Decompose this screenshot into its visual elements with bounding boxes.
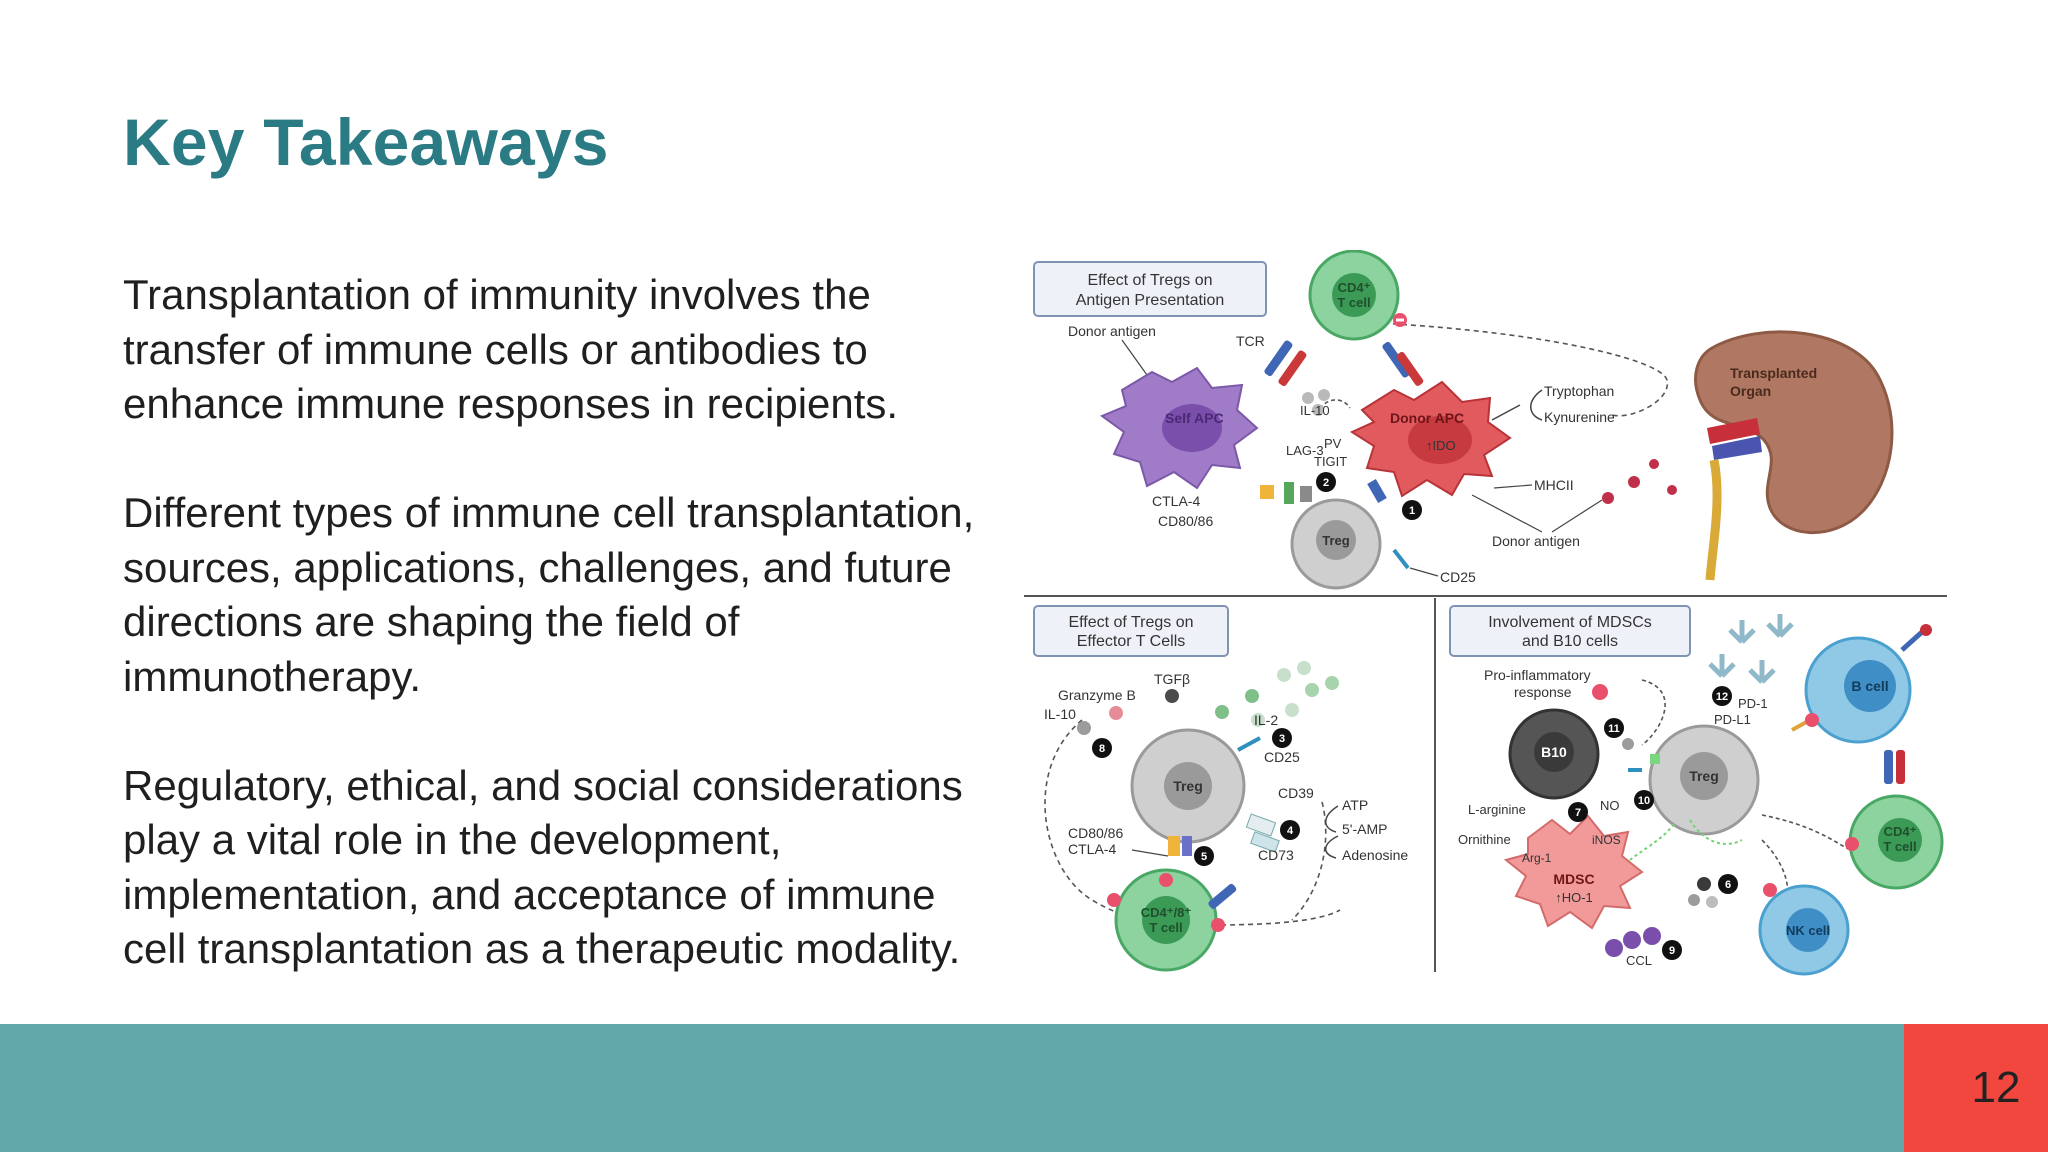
mdsc-cell [1503,814,1644,930]
panel-effector-t-cells: Effect of Tregs on Effector T Cells TGFβ… [1033,605,1408,972]
no-label: NO [1600,798,1620,813]
step-10: 10 [1638,795,1650,807]
ornithine-label: Ornithine [1458,832,1511,847]
il2-label: IL-2 [1254,712,1278,728]
il10-label-left: IL-10 [1044,706,1076,722]
takeaway-paragraph-3: Regulatory, ethical, and social consider… [123,761,963,973]
effector-label-line2: T cell [1149,920,1182,935]
adenosine-label: Adenosine [1342,847,1408,863]
body-text: Transplantation of immunity involves the… [123,268,1003,1031]
step-6: 6 [1725,879,1731,891]
treg-right-label: Treg [1689,768,1719,784]
step-12: 12 [1716,691,1728,703]
panel-antigen-presentation: Effect of Tregs on Antigen Presentation … [1033,250,1894,590]
cd4-label-line2: T cell [1337,295,1370,310]
ctla4-label-top: CTLA-4 [1152,493,1200,509]
ctla4-label-left: CTLA-4 [1068,841,1116,857]
pd1-label: PD-1 [1738,696,1768,711]
b-cell-label: B cell [1851,678,1888,694]
heading-line2: Effector T Cells [1077,633,1186,650]
heading-line1: Effect of Tregs on [1087,272,1212,289]
larginine-label: L-arginine [1468,802,1526,817]
tryptophan-label: Tryptophan [1544,383,1614,399]
page-number: 12 [1971,1063,2021,1112]
step-1: 1 [1409,505,1415,517]
donor-antigen-label-bottom: Donor antigen [1492,533,1580,549]
self-apc-label: Self APC [1165,410,1224,426]
nk-label: NK cell [1786,923,1830,938]
cd4-right-line1: CD4⁺ [1884,824,1917,839]
step-badges: 1 2 3 4 5 6 7 8 9 10 11 12 [1092,472,1738,960]
tcr-label: TCR [1236,333,1265,349]
step-3: 3 [1279,733,1285,745]
ho1-label: ↑HO-1 [1555,890,1593,905]
tigit-label: TIGIT [1314,454,1347,469]
heading-box [1033,605,1229,657]
proinflam-line1: Pro-inflammatory [1484,667,1591,683]
transplanted-organ [1694,330,1894,534]
footer-bar [0,1024,1904,1152]
treg-left-label: Treg [1173,778,1203,794]
step-4: 4 [1287,825,1294,837]
proinflam-line2: response [1514,684,1572,700]
heading-line2: and B10 cells [1522,633,1618,650]
cd80-86-label-left: CD80/86 [1068,825,1123,841]
ido-label: ↑IDO [1426,438,1456,453]
granzyme-label: Granzyme B [1058,687,1136,703]
slide-title: Key Takeaways [123,105,609,179]
immune-regulation-figure: Effect of Tregs on Antigen Presentation … [1022,250,1955,990]
kynurenine-label: Kynurenine [1544,409,1615,425]
il10-label: IL-10 [1300,403,1330,418]
effector-label-line1: CD4⁺/8⁺ [1141,905,1192,920]
tgfb-label: TGFβ [1154,671,1190,687]
cd25-label-left: CD25 [1264,749,1300,765]
step-5: 5 [1201,851,1207,863]
step-7: 7 [1575,807,1581,819]
heading-line1: Effect of Tregs on [1068,614,1193,631]
takeaway-paragraph-2: Different types of immune cell transplan… [123,489,975,700]
cd4-right-line2: T cell [1883,839,1916,854]
arg1-label: Arg-1 [1522,851,1552,865]
donor-antigen-label-top: Donor antigen [1068,323,1156,339]
b10-label: B10 [1541,744,1567,760]
step-2: 2 [1323,477,1329,489]
ccl-label: CCL [1626,953,1652,968]
treg-top-label: Treg [1322,533,1350,548]
heading-line1: Involvement of MDSCs [1488,614,1652,631]
atp-label: ATP [1342,797,1368,813]
heading-box [1449,605,1691,657]
donor-apc-label: Donor APC [1390,410,1464,426]
mhcii-label: MHCII [1534,477,1574,493]
page-number-box: 12 [1904,1024,2048,1152]
heading-line2: Antigen Presentation [1076,292,1225,309]
lag3-label: LAG-3 [1286,443,1324,458]
cd73-label: CD73 [1258,847,1294,863]
amp-label: 5'-AMP [1342,821,1387,837]
step-9: 9 [1669,945,1675,957]
cd80-86-label-top: CD80/86 [1158,513,1213,529]
takeaway-paragraph-1: Transplantation of immunity involves the… [123,271,899,427]
inos-label: iNOS [1592,833,1621,847]
step-11: 11 [1608,723,1620,735]
organ-label-line1: Transplanted [1730,365,1817,381]
cd25-label-top: CD25 [1440,569,1476,585]
panel-mdscs-b10: Involvement of MDSCs and B10 cells Pro-i… [1449,605,1944,976]
pv-label: PV [1324,436,1342,451]
cd4-label-line1: CD4⁺ [1338,280,1371,295]
pdl1-label: PD-L1 [1714,712,1751,727]
cd39-label: CD39 [1278,785,1314,801]
step-8: 8 [1099,743,1105,755]
organ-label-line2: Organ [1730,383,1771,399]
heading-box [1033,261,1267,317]
mdsc-label: MDSC [1553,871,1594,887]
